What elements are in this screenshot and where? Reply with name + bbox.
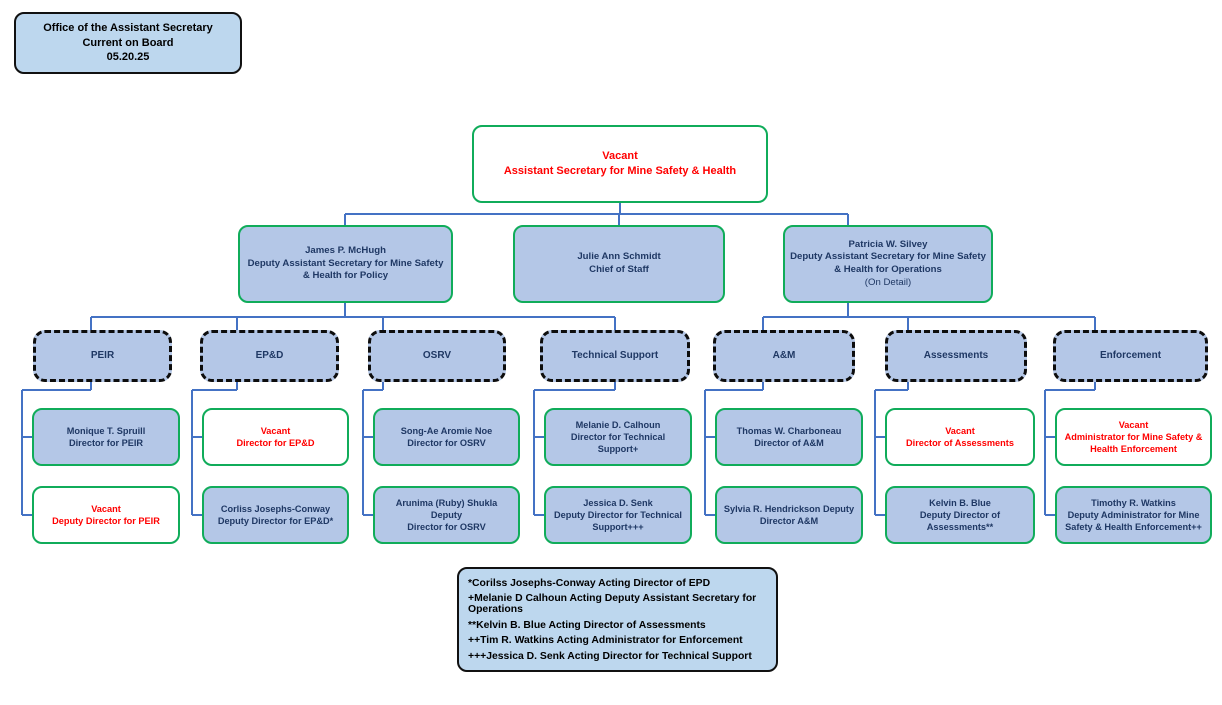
dept-box-am: A&M [713,330,855,382]
dept-label: Assessments [923,350,989,362]
node-name: Vacant [602,150,638,163]
dept-label: PEIR [90,350,115,362]
node-title: Deputy Assistant Secretary for Mine Safe… [790,251,986,275]
node-deputy-secretary-policy: James P. McHugh Deputy Assistant Secreta… [238,225,453,303]
node-name: Corliss Josephs-Conway [220,503,331,514]
current-on-board-box: Office of the Assistant Secretary Curren… [14,12,242,74]
node-director-am: Thomas W. Charboneau Director of A&M [715,408,863,466]
node-name: Jessica D. Senk [583,497,653,508]
node-title: Director of A&M [754,438,824,448]
node-title: Director for Technical Support+ [570,431,666,455]
node-deputy-director-osrv: Arunima (Ruby) Shukla Deputy Director fo… [373,486,520,544]
node-title: Director A&M [759,516,819,526]
dept-label: OSRV [422,350,452,362]
node-deputy-director-epd: Corliss Josephs-Conway Deputy Director f… [202,486,349,544]
dept-label: Enforcement [1099,350,1162,362]
dept-box-peir: PEIR [33,330,172,382]
dept-label: EP&D [255,350,284,362]
node-name: Timothy R. Watkins [1091,497,1176,508]
header-line: 05.20.25 [106,51,150,64]
node-deputy-director-technical-support: Jessica D. Senk Deputy Director for Tech… [544,486,692,544]
node-director-osrv: Song-Ae Aromie Noe Director for OSRV [373,408,520,466]
node-note: (On Detail) [864,276,912,288]
node-name: James P. McHugh [305,245,386,257]
node-title: Assistant Secretary for Mine Safety & He… [503,165,737,177]
node-title: Director for EP&D [236,438,315,448]
node-deputy-administrator-enforcement: Timothy R. Watkins Deputy Administrator … [1055,486,1212,544]
node-title: Director for OSRV [407,438,486,448]
node-title: Director for PEIR [68,438,144,448]
footnotes-box: *Corilss Josephs-Conway Acting Director … [457,567,778,672]
node-administrator-enforcement: Vacant Administrator for Mine Safety & H… [1055,408,1212,466]
dept-box-technical-support: Technical Support [540,330,690,382]
dept-label: A&M [772,350,796,362]
header-line: Office of the Assistant Secretary [43,22,213,35]
header-line: Current on Board [82,36,174,49]
node-chief-of-staff: Julie Ann Schmidt Chief of Staff [513,225,725,303]
node-name: Vacant [945,425,975,436]
dept-label: Technical Support [571,350,659,362]
node-name: Melanie D. Calhoun [575,419,661,430]
node-title: Director of Assessments [906,438,1014,448]
node-director-epd: Vacant Director for EP&D [202,408,349,466]
node-name: Song-Ae Aromie Noe [400,425,493,436]
node-title: Director for OSRV [407,522,486,533]
dept-box-enforcement: Enforcement [1053,330,1208,382]
node-title: Deputy Director for EP&D* [217,516,334,526]
dept-box-epd: EP&D [200,330,339,382]
node-name: Kelvin B. Blue [929,497,991,508]
dept-box-assessments: Assessments [885,330,1027,382]
node-name: Julie Ann Schmidt [577,251,661,263]
node-assistant-secretary-vacant: Vacant Assistant Secretary for Mine Safe… [472,125,768,203]
node-name: Vacant [260,425,291,436]
node-director-assessments: Vacant Director of Assessments [885,408,1035,466]
node-name: Thomas W. Charboneau [736,425,842,436]
node-name: Arunima (Ruby) Shukla Deputy [395,497,498,520]
node-title: Deputy Assistant Secretary for Mine Safe… [247,257,444,282]
footnote-line: +++Jessica D. Senk Acting Director for T… [468,650,752,662]
node-deputy-director-am: Sylvia R. Hendrickson Deputy Director A&… [715,486,863,544]
node-title: Deputy Administrator for Mine Safety & H… [1065,509,1202,533]
node-name: Sylvia R. Hendrickson Deputy [723,503,855,514]
node-director-peir: Monique T. Spruill Director for PEIR [32,408,180,466]
node-title: Deputy Director for PEIR [52,516,160,526]
node-deputy-secretary-operations: Patricia W. Silvey Deputy Assistant Secr… [783,225,993,303]
dept-box-osrv: OSRV [368,330,506,382]
footnote-line: ++Tim R. Watkins Acting Administrator fo… [468,635,743,646]
node-title: Deputy Director of Assessments** [919,509,1001,533]
node-deputy-director-peir: Vacant Deputy Director for PEIR [32,486,180,544]
footnote-line: +Melanie D Calhoun Acting Deputy Assista… [468,593,757,615]
node-title: Deputy Director for Technical Support+++ [554,509,682,533]
node-title: Administrator for Mine Safety & Health E… [1064,431,1203,455]
node-director-technical-support: Melanie D. Calhoun Director for Technica… [544,408,692,466]
node-name: Patricia W. Silvey [848,238,928,250]
node-title: Chief of Staff [589,264,649,275]
node-name: Monique T. Spruill [66,425,146,436]
node-name: Vacant [1118,419,1149,430]
footnote-line: **Kelvin B. Blue Acting Director of Asse… [468,619,706,631]
node-name: Vacant [91,503,121,514]
footnote-line: *Corilss Josephs-Conway Acting Director … [468,577,711,589]
node-deputy-director-assessments: Kelvin B. Blue Deputy Director of Assess… [885,486,1035,544]
